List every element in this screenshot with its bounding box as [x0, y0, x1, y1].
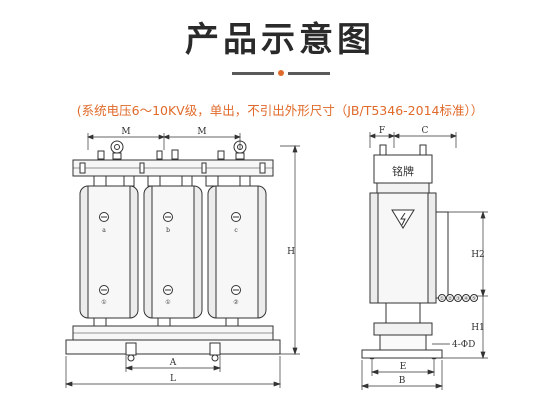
tap-label-2: ②	[448, 296, 453, 302]
base-frame	[65, 339, 281, 355]
tap-label-1: ①	[440, 296, 445, 302]
title-divider-dot	[278, 70, 284, 76]
dim-a	[124, 356, 222, 372]
page-title: 产品示意图	[185, 20, 375, 60]
title-divider-left	[232, 72, 274, 75]
dim-label-e: E	[400, 362, 407, 372]
coil-bottom-connectors	[93, 317, 239, 327]
dim-h1	[442, 296, 488, 360]
dim-label-b: B	[399, 376, 406, 386]
diagram-subtitle: (系统电压6～10KV级，单出，不引出外形尺寸（JB/T5346-2014标准）…	[76, 103, 484, 118]
tap-mark-c: ②	[233, 299, 238, 306]
title-divider-right	[288, 72, 330, 75]
side-top-clamp	[373, 144, 433, 184]
dim-label-f: F	[379, 126, 385, 136]
dim-label-h: H	[287, 247, 295, 257]
side-top-beam	[376, 182, 430, 194]
side-skid	[361, 349, 443, 359]
phase-mark-a: a	[102, 227, 106, 234]
dim-label-holes: 4-ΦD	[452, 340, 475, 350]
dim-h2	[448, 210, 488, 298]
dim-fc	[369, 132, 457, 148]
side-view: F C 铭牌 ① ② ③ ④ ⑤	[360, 126, 488, 390]
tap-labels-row	[438, 294, 478, 302]
phase-mark-c: c	[234, 227, 238, 234]
dim-label-m2: M	[197, 127, 206, 137]
side-bracket	[435, 211, 449, 299]
coil-a	[79, 185, 139, 319]
side-lower-clamp	[373, 322, 433, 336]
tap-label-5: ⑤	[472, 296, 477, 302]
dim-label-a: A	[169, 358, 177, 368]
coil-top-connectors	[93, 175, 251, 187]
tap-label-3: ③	[456, 296, 461, 302]
dim-label-m1: M	[121, 127, 130, 137]
phase-mark-b: b	[166, 227, 170, 234]
side-coil-face	[377, 192, 429, 304]
hv-terminals	[97, 149, 225, 160]
dim-label-c: C	[422, 126, 429, 136]
tap-mark-a: ①	[101, 299, 106, 306]
upper-clamp-bolts	[79, 162, 266, 174]
tap-label-4: ④	[464, 296, 469, 302]
coil-b	[143, 185, 203, 319]
front-view: M M	[64, 127, 300, 388]
coil-c	[207, 185, 267, 319]
dim-label-h2: H2	[471, 250, 485, 260]
warning-sign-icon	[391, 209, 415, 229]
lifting-eye-right	[233, 140, 247, 160]
dim-label-h1: H1	[471, 323, 485, 333]
dim-h	[280, 144, 300, 356]
lifting-eye-left	[110, 140, 124, 160]
dim-l	[64, 356, 282, 388]
dim-b	[360, 360, 444, 390]
dim-label-l: L	[170, 374, 176, 384]
base-wheels	[125, 342, 221, 362]
tap-mark-b: ①	[165, 299, 170, 306]
dim-e	[370, 360, 436, 376]
dim-m-top	[87, 133, 241, 150]
side-lower-core	[385, 302, 421, 324]
tap-circles	[99, 212, 241, 295]
nameplate-label: 铭牌	[392, 164, 414, 178]
